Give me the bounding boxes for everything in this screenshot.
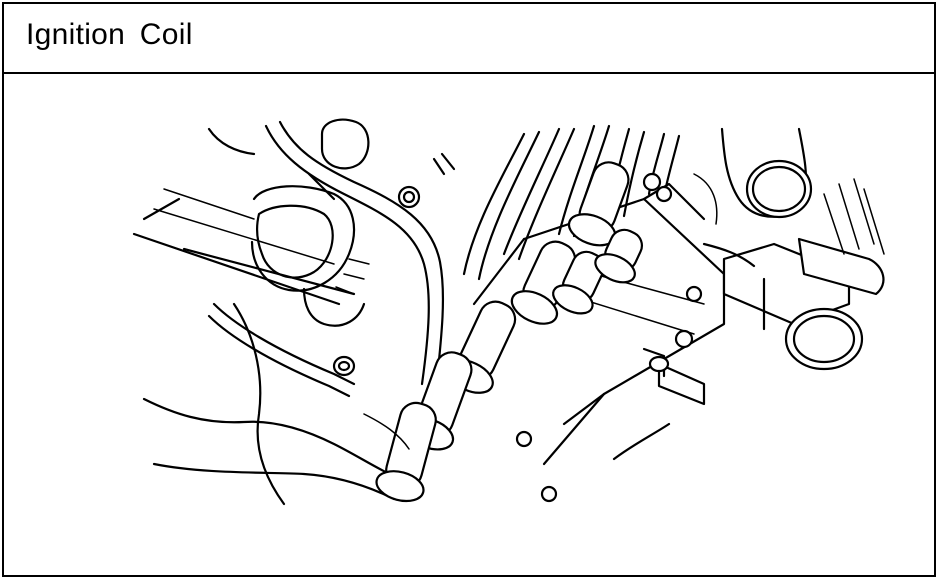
oil-filler-cap	[250, 185, 370, 327]
header: Ignition Coil	[4, 4, 934, 74]
mounting-bolts	[515, 172, 703, 503]
sensor-assembly	[702, 127, 885, 371]
ignition-coil-illustration	[132, 118, 885, 506]
bracket-rod	[207, 302, 356, 398]
cylinder-boss	[307, 118, 421, 209]
plug-boots	[375, 161, 643, 503]
coil-connector	[642, 347, 706, 406]
page-title: Ignition Coil	[26, 18, 193, 51]
figure-area	[4, 74, 934, 575]
misc-detail-lines	[363, 152, 718, 461]
upper-pipe	[207, 120, 445, 391]
